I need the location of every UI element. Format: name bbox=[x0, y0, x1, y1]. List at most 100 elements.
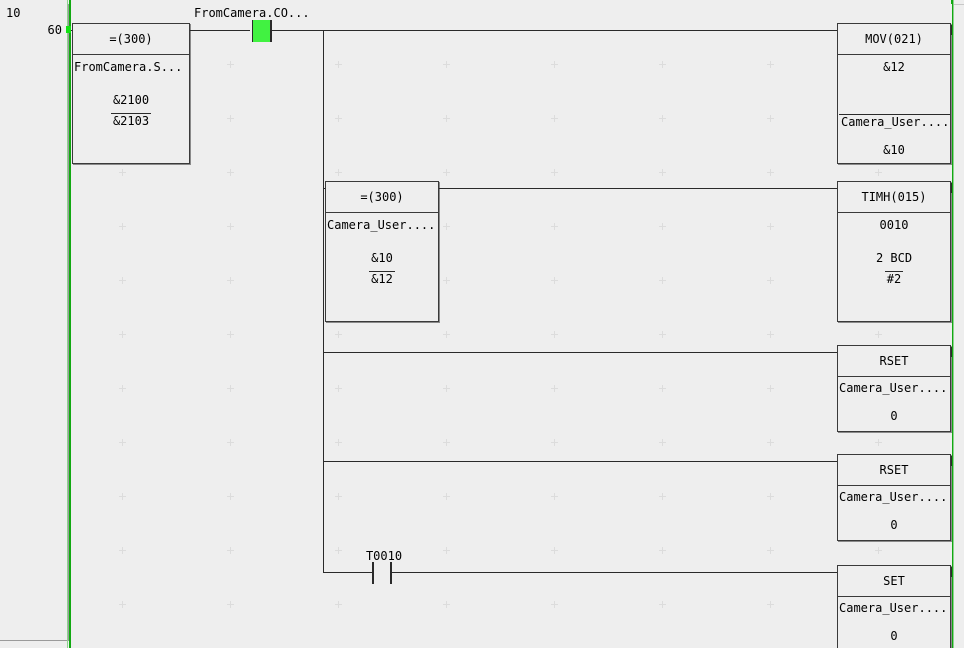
grid-marker bbox=[659, 223, 666, 230]
rset-1-operand-2: 0 bbox=[890, 409, 898, 423]
grid-marker bbox=[767, 61, 774, 68]
main-contact-label: FromCamera.CO... bbox=[194, 6, 310, 20]
wire-contact-to-trunk bbox=[271, 30, 326, 31]
grid-marker bbox=[767, 169, 774, 176]
grid-marker bbox=[443, 61, 450, 68]
grid-marker bbox=[443, 547, 450, 554]
grid-marker bbox=[875, 439, 882, 446]
grid-marker bbox=[659, 277, 666, 284]
rset-2-operand-2: 0 bbox=[890, 518, 898, 532]
set-right-stub bbox=[951, 567, 952, 577]
grid-marker bbox=[875, 547, 882, 554]
grid-marker bbox=[659, 493, 666, 500]
grid-marker bbox=[227, 61, 234, 68]
timh-right-stub bbox=[951, 183, 952, 193]
input-compare-operands: FromCamera.S... &2100 &2103 bbox=[73, 55, 189, 163]
grid-marker bbox=[659, 547, 666, 554]
input-compare-operand-3-text: &2103 bbox=[110, 113, 152, 128]
grid-marker bbox=[767, 331, 774, 338]
grid-marker bbox=[551, 115, 558, 122]
grid-marker bbox=[443, 169, 450, 176]
grid-marker bbox=[551, 331, 558, 338]
grid-marker bbox=[767, 493, 774, 500]
grid-marker bbox=[227, 169, 234, 176]
grid-marker bbox=[767, 385, 774, 392]
wire-branch-1-stub bbox=[323, 188, 326, 189]
timer-contact-bar-right bbox=[390, 562, 392, 584]
grid-marker bbox=[335, 61, 342, 68]
timh-operand-2: 2 BCD bbox=[875, 251, 913, 265]
rset-2-operand-1: Camera_User.... bbox=[839, 490, 948, 504]
output-block-rset-2[interactable]: RSET Camera_User.... 0 bbox=[837, 454, 951, 541]
ladder-canvas[interactable]: =(300) FromCamera.S... &2100 &2103 FromC… bbox=[71, 4, 952, 648]
rset-1-operand-1: Camera_User.... bbox=[839, 381, 948, 395]
grid-marker bbox=[335, 439, 342, 446]
input-compare-operand-3: &2103 bbox=[73, 113, 189, 128]
grid-marker bbox=[875, 331, 882, 338]
grid-marker bbox=[119, 601, 126, 608]
input-compare-operand-2-text: &2100 bbox=[112, 93, 150, 107]
grid-marker bbox=[227, 493, 234, 500]
grid-marker bbox=[767, 601, 774, 608]
timer-contact-label: T0010 bbox=[365, 549, 403, 563]
output-block-mov[interactable]: MOV(021) &12 Camera_User.... &10 bbox=[837, 23, 951, 164]
rset-2-right-stub bbox=[951, 456, 952, 466]
grid-marker bbox=[767, 223, 774, 230]
mov-operands: &12 Camera_User.... &10 bbox=[838, 55, 950, 163]
grid-marker bbox=[767, 547, 774, 554]
wire-branch-3 bbox=[323, 461, 838, 462]
timh-operand-3: #2 bbox=[838, 271, 950, 286]
contact-bar-right bbox=[270, 20, 272, 42]
main-contact-highlight bbox=[253, 20, 270, 42]
grid-marker bbox=[551, 493, 558, 500]
grid-marker bbox=[227, 547, 234, 554]
right-bus-bar[interactable] bbox=[951, 0, 953, 648]
grid-marker bbox=[443, 223, 450, 230]
grid-marker bbox=[767, 115, 774, 122]
grid-marker bbox=[119, 331, 126, 338]
rung-number-gutter: 10 60 bbox=[0, 4, 69, 641]
grid-marker bbox=[551, 277, 558, 284]
grid-marker bbox=[443, 277, 450, 284]
grid-marker bbox=[659, 331, 666, 338]
timer-contact-bar-left bbox=[372, 562, 374, 584]
grid-marker bbox=[335, 115, 342, 122]
grid-marker bbox=[443, 115, 450, 122]
wire-branch-4-right bbox=[391, 572, 838, 573]
grid-marker bbox=[227, 277, 234, 284]
grid-marker bbox=[551, 547, 558, 554]
input-compare-operand-1: FromCamera.S... bbox=[74, 60, 183, 74]
grid-marker bbox=[767, 439, 774, 446]
grid-marker bbox=[551, 385, 558, 392]
right-bus-bar-shadow bbox=[953, 0, 954, 648]
grid-marker bbox=[551, 601, 558, 608]
input-compare-block[interactable]: =(300) FromCamera.S... &2100 &2103 bbox=[72, 23, 190, 164]
branch-compare-operand-3: &12 bbox=[326, 271, 438, 286]
grid-marker bbox=[119, 223, 126, 230]
grid-marker bbox=[443, 601, 450, 608]
grid-marker bbox=[551, 61, 558, 68]
grid-marker bbox=[119, 169, 126, 176]
mov-operand-3: &10 bbox=[883, 143, 905, 157]
rset-2-instruction: RSET bbox=[838, 455, 950, 486]
timh-operands: 0010 2 BCD #2 bbox=[838, 213, 950, 321]
branch-compare-operand-2: &10 bbox=[371, 251, 393, 265]
output-block-timh[interactable]: TIMH(015) 0010 2 BCD #2 bbox=[837, 181, 951, 322]
output-block-rset-1[interactable]: RSET Camera_User.... 0 bbox=[837, 345, 951, 432]
timer-contact[interactable] bbox=[370, 562, 394, 584]
output-block-set[interactable]: SET Camera_User.... 0 bbox=[837, 565, 951, 648]
grid-marker bbox=[551, 169, 558, 176]
mov-right-stub bbox=[951, 25, 952, 35]
left-bus-bar[interactable] bbox=[69, 0, 71, 648]
wire-branch-1-to-timh bbox=[439, 188, 838, 189]
branch-compare-block[interactable]: =(300) Camera_User.... &10 &12 bbox=[325, 181, 439, 322]
set-operand-1: Camera_User.... bbox=[839, 601, 948, 615]
grid-marker bbox=[335, 331, 342, 338]
mov-operand-1: &12 bbox=[883, 60, 905, 74]
grid-marker bbox=[551, 439, 558, 446]
grid-marker bbox=[227, 601, 234, 608]
set-instruction: SET bbox=[838, 566, 950, 597]
rset-2-operands: Camera_User.... 0 bbox=[838, 486, 950, 540]
grid-marker bbox=[335, 601, 342, 608]
rset-1-instruction: RSET bbox=[838, 346, 950, 377]
